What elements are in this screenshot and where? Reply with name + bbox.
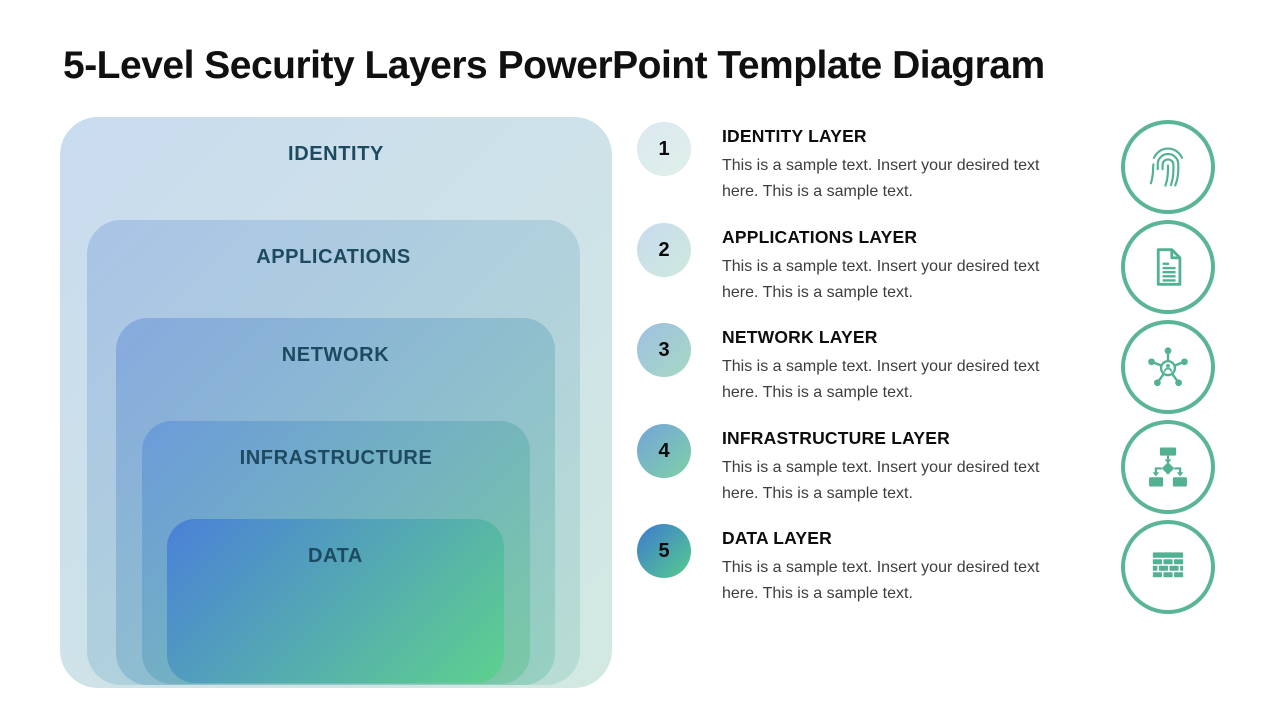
legend-item-network: 3 NETWORK LAYER This is a sample text. I… <box>637 323 1054 405</box>
number-badge-2: 2 <box>637 223 691 277</box>
badge-number: 1 <box>658 137 670 160</box>
layer-identity-label: IDENTITY <box>288 143 384 165</box>
layer-data: DATA <box>167 519 504 683</box>
number-badge-1: 1 <box>637 122 691 176</box>
item-body-network: This is a sample text. Insert your desir… <box>722 358 1040 401</box>
item-body-infrastructure: This is a sample text. Insert your desir… <box>722 459 1040 502</box>
infrastructure-icon-circle <box>1121 420 1215 514</box>
item-title-network: NETWORK LAYER <box>722 327 878 347</box>
legend-item-data: 5 DATA LAYER This is a sample text. Inse… <box>637 524 1054 606</box>
item-title-data: DATA LAYER <box>722 528 832 548</box>
number-badge-3: 3 <box>637 323 691 377</box>
identity-icon-circle <box>1121 120 1215 214</box>
layer-infrastructure-label: INFRASTRUCTURE <box>239 447 433 469</box>
brick-wall-icon <box>1152 552 1184 578</box>
layer-data-label: DATA <box>308 545 363 567</box>
item-body-identity: This is a sample text. Insert your desir… <box>722 157 1040 200</box>
flowchart-icon <box>1149 447 1187 487</box>
item-title-applications: APPLICATIONS LAYER <box>722 227 918 247</box>
data-icon-circle <box>1121 520 1215 614</box>
document-icon <box>1156 248 1182 286</box>
badge-number: 3 <box>658 338 670 361</box>
item-body-data: This is a sample text. Insert your desir… <box>722 559 1040 602</box>
legend-item-identity: 1 IDENTITY LAYER This is a sample text. … <box>637 122 1054 204</box>
item-title-identity: IDENTITY LAYER <box>722 126 867 146</box>
page-title: 5-Level Security Layers PowerPoint Templ… <box>63 44 1045 87</box>
badge-number: 5 <box>658 539 670 562</box>
legend-item-infrastructure: 4 INFRASTRUCTURE LAYER This is a sample … <box>637 424 1054 506</box>
layer-network-label: NETWORK <box>281 344 390 366</box>
layer-applications-label: APPLICATIONS <box>256 246 411 268</box>
number-badge-4: 4 <box>637 424 691 478</box>
badge-number: 2 <box>658 238 670 261</box>
network-icon-circle <box>1121 320 1215 414</box>
number-badge-5: 5 <box>637 524 691 578</box>
badge-number: 4 <box>658 439 670 462</box>
network-hub-icon <box>1148 347 1188 387</box>
item-body-applications: This is a sample text. Insert your desir… <box>722 258 1040 301</box>
applications-icon-circle <box>1121 220 1215 314</box>
legend-item-applications: 2 APPLICATIONS LAYER This is a sample te… <box>637 223 1054 305</box>
fingerprint-icon <box>1149 147 1184 187</box>
item-title-infrastructure: INFRASTRUCTURE LAYER <box>722 428 950 448</box>
